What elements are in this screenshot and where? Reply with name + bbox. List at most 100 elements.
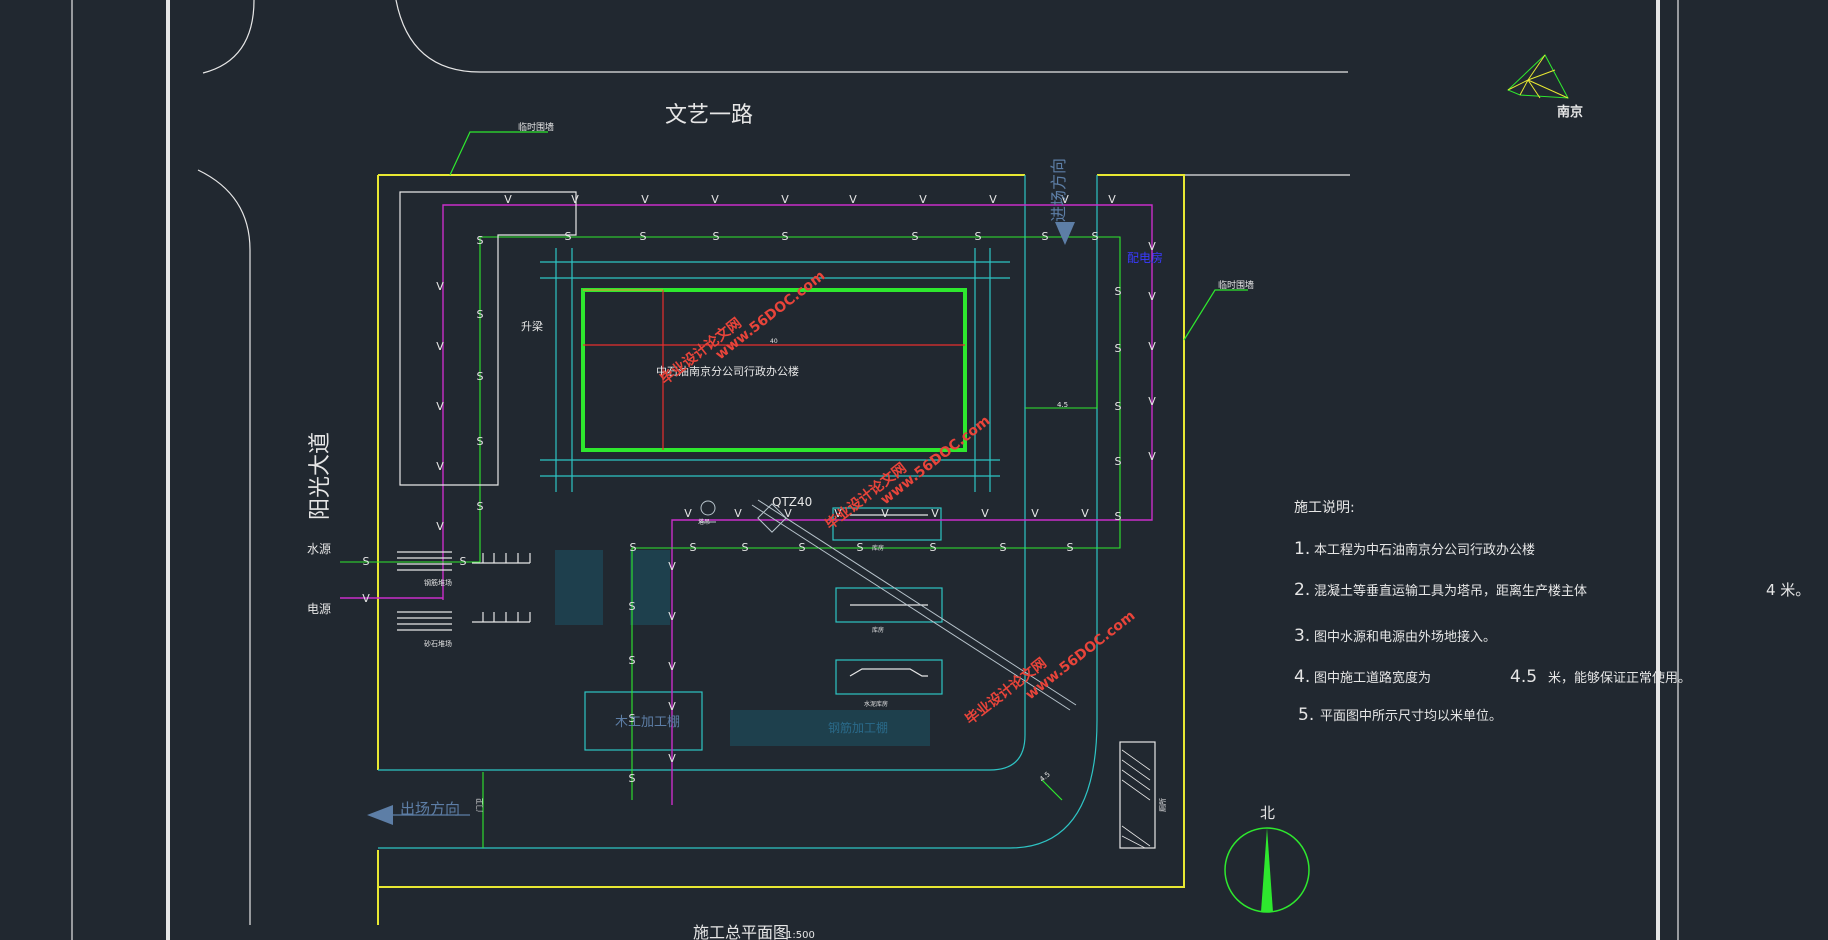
water-marker: S [1042,230,1049,243]
water-marker: S [629,712,636,725]
power-marker: V [1148,290,1156,303]
water-marker: S [782,230,789,243]
dimension-label: 4.5 [1038,770,1052,783]
power-marker: V [981,507,989,520]
water-marker: S [640,230,647,243]
note-text: 平面图中所示尺寸均以米单位。 [1320,709,1502,724]
drawing-title: 施工总平面图 [693,923,789,940]
water-marker: S [1000,541,1007,554]
entry-direction-label: 进场方向 [1049,158,1068,222]
north-arrow-icon [1224,827,1310,913]
note-value: 4.5 [1510,667,1537,687]
dimension-label: 40 [770,338,778,345]
crane-boom [700,499,1077,711]
exit-arrow-icon [367,805,470,825]
power-marker: V [734,507,742,520]
water-marker: S [477,500,484,513]
note-text: 本工程为中石油南京分公司行政办公楼 [1314,542,1535,558]
note-text: 图中施工道路宽度为 [1314,670,1431,686]
water-marker: S [912,230,919,243]
temp-fence-label: 临时围墙 [518,121,554,133]
material-stacks [397,514,928,677]
power-marker: V [668,560,676,573]
crane-label: QTZ40 [772,495,812,509]
entry-arrow-icon [1055,222,1075,245]
power-marker: V [668,752,676,765]
power-marker: V [1148,340,1156,353]
power-marker: V [1148,395,1156,408]
water-marker: S [1115,342,1122,355]
power-marker: V [1148,240,1156,253]
power-marker: V [436,280,444,293]
note-suffix: 米，能够保证正常使用。 [1548,670,1691,686]
water-marker: S [1115,400,1122,413]
water-marker: S [1115,510,1122,523]
faint-hatching [555,550,930,746]
notes-heading: 施工说明: [1294,500,1355,516]
power-marker: V [711,193,719,206]
site-boundary [377,174,1185,925]
crane-small-label: 塔吊 [698,518,710,526]
water-marker: S [629,600,636,613]
water-marker: S [1092,230,1099,243]
storage-label: 钢筋堆场 [424,578,452,587]
power-marker: V [362,592,370,605]
water-marker: S [713,230,720,243]
construction-roads [378,175,1156,849]
power-marker: V [436,460,444,473]
water-marker: S [460,555,467,568]
power-marker: V [504,193,512,206]
water-source-label: 水源 [307,542,331,556]
toilet-label: 厕所 [1158,798,1167,812]
power-marker: V [781,193,789,206]
dimension-label: 4.5 [1057,401,1068,409]
watermark: 毕业设计论文网 www.56DOC.com 毕业设计论文网 www.56DOC.… [657,268,1138,728]
power-marker: V [931,507,939,520]
power-marker: V [989,193,997,206]
leader-lines [449,131,1248,801]
water-marker: S [742,541,749,554]
water-lines [340,236,1121,848]
storage-label: 砂石堆场 [424,639,452,648]
water-marker: S [629,654,636,667]
power-marker: V [668,610,676,623]
drawing-scale: 1:500 [786,930,815,940]
main-building [581,288,967,452]
power-source-label: 电源 [307,602,331,616]
water-marker: S [629,772,636,785]
power-marker: V [668,700,676,713]
water-marker: S [975,230,982,243]
l-shaped-shed [399,191,577,486]
power-marker: V [684,507,692,520]
water-marker: S [477,370,484,383]
hoist-label: 升梁 [521,319,543,333]
power-marker: V [436,520,444,533]
power-marker: V [784,507,792,520]
power-marker: V [1081,507,1089,520]
building-label: 中石油南京分公司行政办公楼 [656,364,799,378]
power-room-label: 配电房 [1127,250,1163,265]
note-number: 2. [1294,580,1310,600]
water-marker: S [690,541,697,554]
water-marker: S [1067,541,1074,554]
woodshop-label: 木工加工棚 [615,715,680,730]
road-label-west: 阳光大道 [308,432,333,520]
hatched-storage [1121,749,1151,849]
power-marker: V [1108,193,1116,206]
north-label: 北 [1260,804,1275,822]
power-marker: V [1061,193,1069,206]
power-marker: V [1031,507,1039,520]
water-marker: S [1115,285,1122,298]
water-marker: S [477,234,484,247]
water-marker: S [857,541,864,554]
road-label-north: 文艺一路 [665,103,753,128]
rebar-shed-label: 钢筋加工棚 [828,720,888,735]
power-marker: V [849,193,857,206]
water-marker: S [630,541,637,554]
materials-label: 水泥库房 [864,700,888,708]
power-marker: V [641,193,649,206]
note-number: 5. [1298,705,1314,725]
exit-direction-label: 出场方向 [400,800,460,818]
power-marker: V [571,193,579,206]
